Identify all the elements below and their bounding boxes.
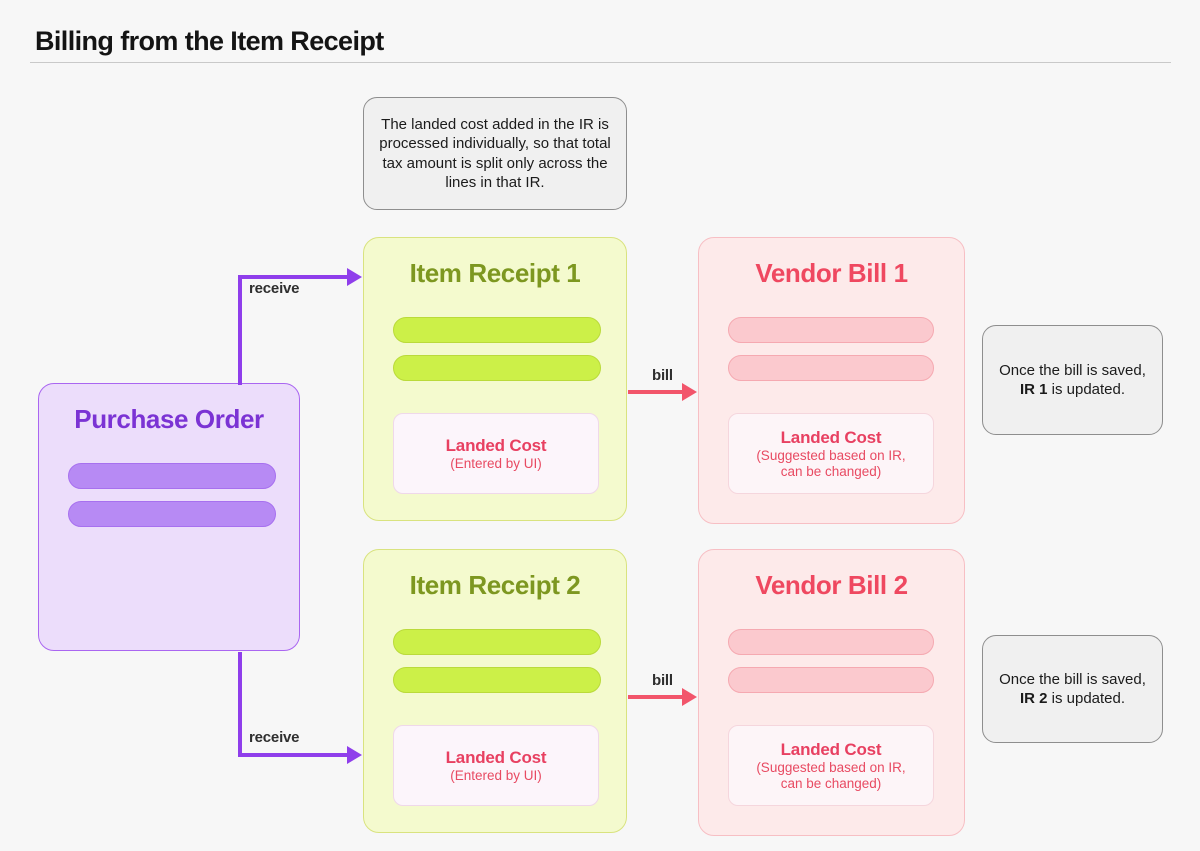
item-receipt-line-item-bar [393,667,601,693]
purchase-order-title: Purchase Order [74,404,264,434]
note-landed-cost-processing: The landed cost added in the IR is proce… [363,97,627,210]
landed-cost-title: Landed Cost [780,739,882,759]
landed-cost-title: Landed Cost [445,747,547,767]
receive-arrow-1-label: receive [249,280,300,297]
receive-arrow-1-arrowhead-icon [347,268,362,286]
note-bold-ir-ref: IR 1 [1019,381,1048,398]
bill-arrow-2-line [628,695,684,699]
purchase-order-card: Purchase Order [38,383,300,651]
note-line: IR 2 is updated. [1020,689,1125,709]
bill-arrow-1-line [628,390,684,394]
landed-cost-note-line2: can be changed) [780,775,882,791]
landed-cost-title: Landed Cost [780,427,882,447]
item-receipt-2-title: Item Receipt 2 [409,570,581,600]
vendor-bill-2-title: Vendor Bill 2 [755,570,908,600]
vendor-bill-1-landed-cost-box: Landed Cost (Suggested based on IR, can … [728,413,934,494]
item-receipt-line-item-bar [393,629,601,655]
bill-arrow-2-arrowhead-icon [682,688,697,706]
landed-cost-title: Landed Cost [445,435,547,455]
vendor-bill-2-card: Vendor Bill 2 Landed Cost (Suggested bas… [698,549,965,836]
item-receipt-line-item-bar [393,317,601,343]
note-suffix: is updated. [1047,381,1126,398]
note-line: IR 1 is updated. [1020,380,1125,400]
receive-arrow-2-label: receive [249,729,300,746]
receive-arrow-2-vertical-line [238,652,242,757]
vendor-bill-line-item-bar [728,667,934,693]
note-suffix: is updated. [1047,690,1126,707]
landed-cost-note-line1: (Suggested based on IR, [756,447,906,463]
landed-cost-note: (Entered by UI) [450,767,542,783]
landed-cost-note-line2: can be changed) [780,463,882,479]
page-title: Billing from the Item Receipt [35,26,384,56]
vendor-bill-1-card: Vendor Bill 1 Landed Cost (Suggested bas… [698,237,965,524]
receive-arrow-2-horizontal-line [238,753,348,757]
purchase-order-line-item-bar [68,463,276,489]
item-receipt-1-card: Item Receipt 1 Landed Cost (Entered by U… [363,237,627,521]
item-receipt-2-landed-cost-box: Landed Cost (Entered by UI) [393,725,599,806]
bill-arrow-2-label: bill [652,672,673,689]
landed-cost-note-line1: (Suggested based on IR, [756,759,906,775]
vendor-bill-line-item-bar [728,355,934,381]
note-bold-ir-ref: IR 2 [1019,690,1048,707]
vendor-bill-line-item-bar [728,629,934,655]
bill-arrow-1-arrowhead-icon [682,383,697,401]
receive-arrow-2-arrowhead-icon [347,746,362,764]
purchase-order-line-item-bar [68,501,276,527]
title-divider [30,62,1171,63]
note-bill-saved-ir1: Once the bill is saved, IR 1 is updated. [982,325,1163,435]
note-line: Once the bill is saved, [999,361,1146,379]
landed-cost-note: (Entered by UI) [450,455,542,471]
vendor-bill-2-landed-cost-box: Landed Cost (Suggested based on IR, can … [728,725,934,806]
receive-arrow-1-vertical-line [238,277,242,385]
bill-arrow-1-label: bill [652,367,673,384]
note-text: The landed cost added in the IR is proce… [379,115,611,192]
note-bill-saved-ir2: Once the bill is saved, IR 2 is updated. [982,635,1163,743]
item-receipt-1-landed-cost-box: Landed Cost (Entered by UI) [393,413,599,494]
note-line: Once the bill is saved, [999,670,1146,688]
vendor-bill-line-item-bar [728,317,934,343]
vendor-bill-1-title: Vendor Bill 1 [755,258,908,288]
item-receipt-1-title: Item Receipt 1 [409,258,581,288]
item-receipt-line-item-bar [393,355,601,381]
item-receipt-2-card: Item Receipt 2 Landed Cost (Entered by U… [363,549,627,833]
receive-arrow-1-horizontal-line [238,275,348,279]
